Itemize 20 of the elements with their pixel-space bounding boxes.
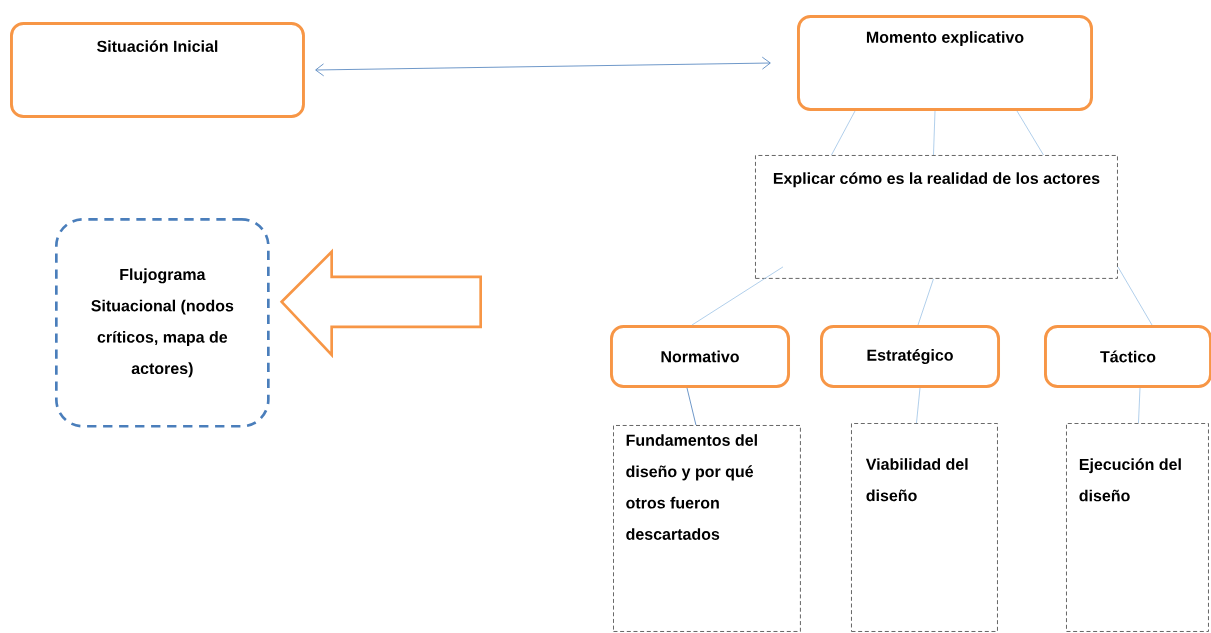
connector-line xyxy=(1117,266,1153,326)
dashed-box: Fundamentos del diseño y por qué otros fueron descartados xyxy=(613,425,801,632)
dashed-box: Ejecución del diseño xyxy=(1066,423,1209,632)
rounded-box: Táctico xyxy=(1044,325,1211,388)
dashed-rounded-box: Flujograma Situacional (nodos críticos, mapa de actores) xyxy=(55,218,270,428)
connector-line xyxy=(686,387,697,426)
rounded-box: Situación Inicial xyxy=(10,22,305,118)
connector-line xyxy=(916,387,921,424)
dashed-box: Viabilidad del diseño xyxy=(851,423,998,632)
rounded-box: Estratégico xyxy=(820,325,1000,388)
connector-line xyxy=(933,110,936,156)
connector-line xyxy=(1016,110,1044,156)
rounded-box: Momento explicativo xyxy=(797,15,1093,111)
connector-line xyxy=(691,266,784,326)
dashed-box: Explicar cómo es la realidad de los actores xyxy=(755,155,1118,279)
rounded-box: Normativo xyxy=(610,325,790,388)
connector-line xyxy=(831,110,856,156)
arrow xyxy=(315,56,771,77)
connector-line xyxy=(917,278,934,326)
connector-line xyxy=(1138,387,1141,424)
